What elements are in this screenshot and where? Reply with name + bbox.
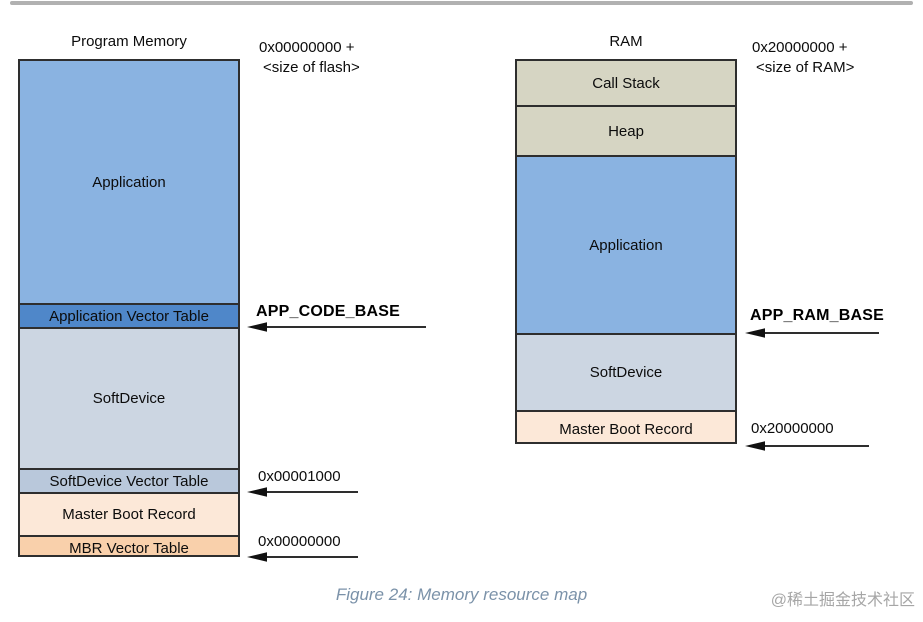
segment-label: Heap [608, 122, 644, 140]
segment-application: Application [20, 61, 238, 305]
segment-label: Master Boot Record [559, 420, 693, 438]
program-memory-title: Program Memory [71, 33, 187, 50]
app-code-base-arrow-icon [247, 322, 426, 332]
segment-application-ram: Application [517, 157, 735, 335]
segment-master-boot-record: Master Boot Record [20, 494, 238, 537]
flash-top-address: 0x00000000 + <size of flash> [259, 38, 360, 78]
softdevice-base-address: 0x00001000 [258, 468, 341, 485]
app-ram-base-arrow-icon [745, 328, 879, 338]
program-memory-block: Application Application Vector Table Sof… [18, 59, 240, 557]
segment-label: SoftDevice [92, 390, 166, 407]
flash-start-arrow-icon [247, 552, 358, 562]
ram-block: Call Stack Heap Application SoftDevice M… [515, 59, 737, 444]
segment-mbr-vector-table: MBR Vector Table [20, 537, 238, 557]
address-line: <size of flash> [263, 59, 360, 76]
figure-caption: Figure 24: Memory resource map [335, 585, 588, 604]
segment-label: SoftDevice [589, 364, 663, 381]
ram-top-address: 0x20000000 + <size of RAM> [752, 38, 854, 78]
segment-softdevice-vector-table: SoftDevice Vector Table [20, 470, 238, 494]
address-line: <size of RAM> [756, 59, 855, 76]
segment-heap: Heap [517, 107, 735, 157]
watermark-text: @稀土掘金技术社区 [770, 592, 915, 609]
flash-start-address: 0x00000000 [258, 533, 341, 550]
ram-start-address: 0x20000000 [751, 420, 834, 437]
segment-softdevice-ram: SoftDevice [517, 335, 735, 412]
address-line: 0x20000000 + [752, 39, 848, 56]
ram-start-arrow-icon [745, 441, 869, 451]
segment-label: Master Boot Record [62, 506, 196, 523]
ram-title: RAM [609, 33, 643, 50]
segment-softdevice: SoftDevice [20, 329, 238, 470]
segment-master-boot-record-ram: Master Boot Record [517, 412, 735, 442]
segment-label: Application Vector Table [49, 307, 209, 325]
app-code-base-label: APP_CODE_BASE [256, 303, 400, 320]
segment-label: SoftDevice Vector Table [49, 472, 209, 490]
address-line: 0x00000000 + [259, 39, 355, 56]
page-top-divider [10, 1, 913, 5]
app-ram-base-label: APP_RAM_BASE [750, 307, 884, 324]
segment-label: Application [92, 173, 166, 191]
softdevice-base-arrow-icon [247, 487, 358, 497]
segment-label: Application [589, 236, 663, 254]
segment-application-vector-table: Application Vector Table [20, 305, 238, 329]
segment-call-stack: Call Stack [517, 61, 735, 107]
segment-label: Call Stack [592, 74, 660, 92]
segment-label: MBR Vector Table [69, 539, 189, 557]
